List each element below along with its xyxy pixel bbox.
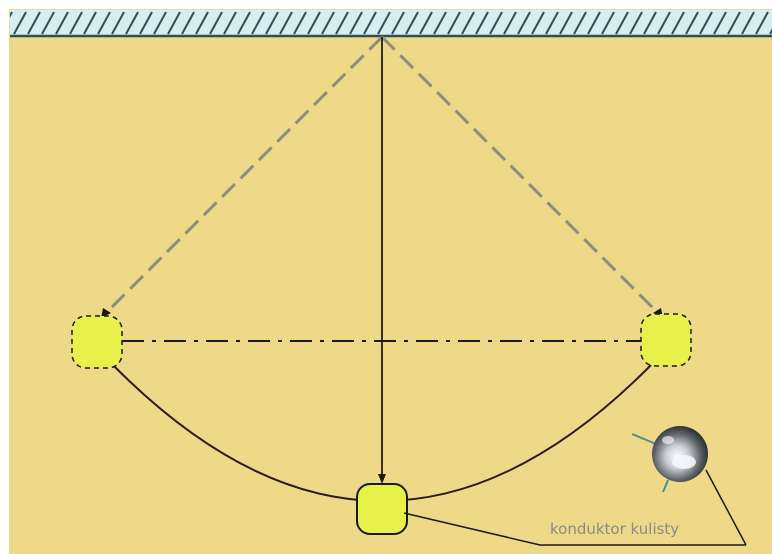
ceiling-band bbox=[10, 10, 772, 36]
right-ball bbox=[641, 314, 691, 366]
top-white-border bbox=[0, 0, 772, 9]
ceiling bbox=[0, 10, 772, 36]
bottom-ball bbox=[357, 484, 407, 534]
left-white-border bbox=[0, 0, 9, 554]
left-ball bbox=[72, 316, 122, 368]
conductor-label: konduktor kulisty bbox=[550, 520, 679, 538]
